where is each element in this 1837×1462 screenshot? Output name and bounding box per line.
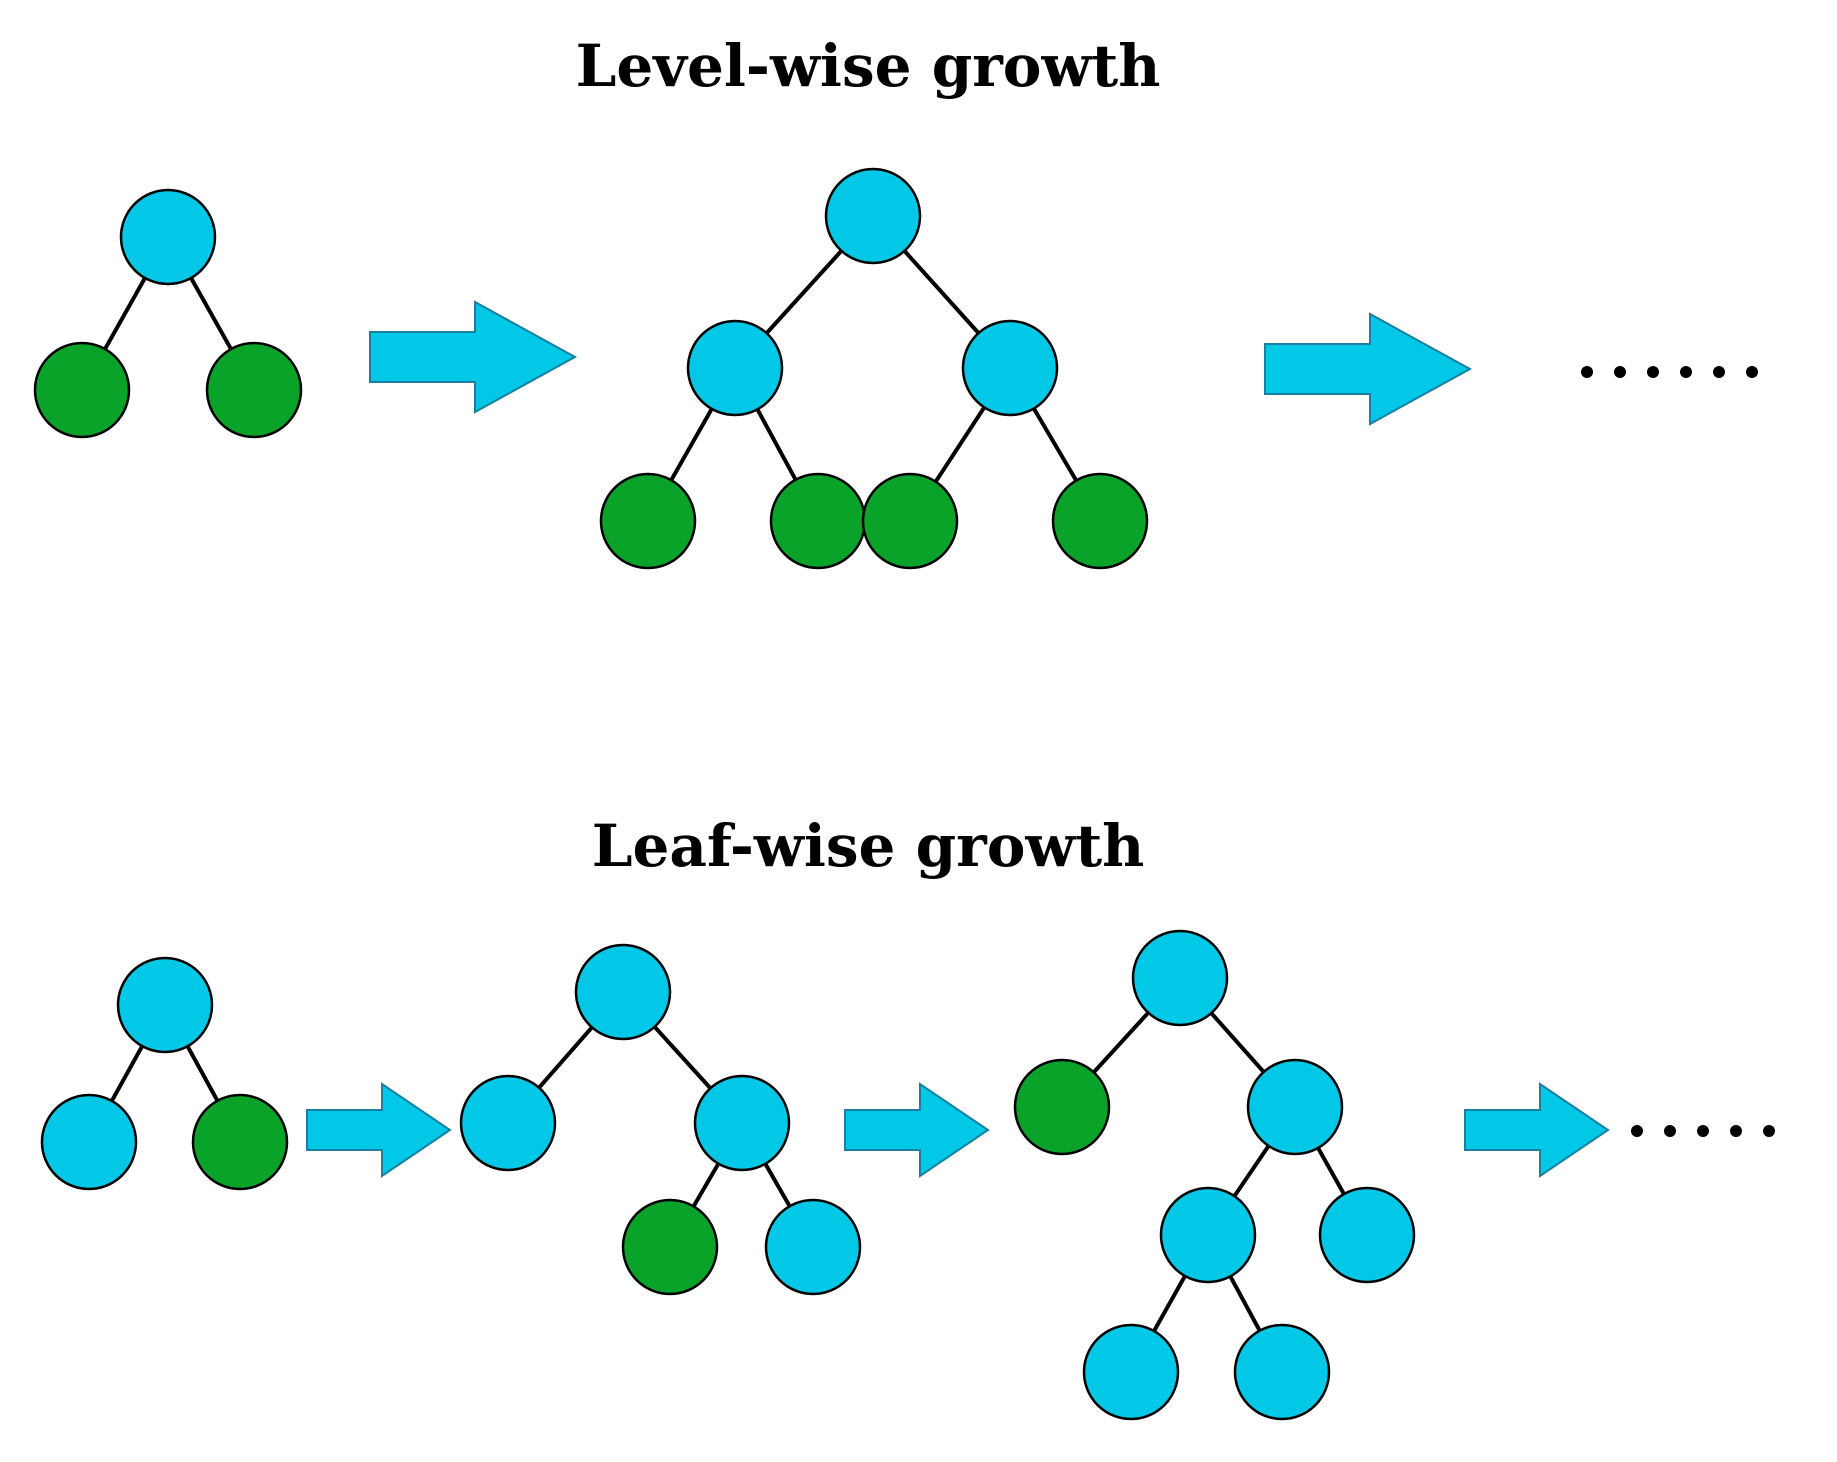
right-arrow-icon [844, 1082, 990, 1178]
level-wise-arrows [369, 300, 1473, 426]
leaf-wise-ellipsis [1631, 1125, 1775, 1137]
right-arrow-icon [306, 1082, 452, 1178]
leaf-wise-section: Leaf-wise growth ..... [40, 812, 1775, 1421]
internal-node [1246, 1058, 1344, 1156]
internal-node [693, 1074, 791, 1172]
internal-node [459, 1074, 557, 1172]
ellipsis-dot [1697, 1125, 1709, 1137]
leaf-node [621, 1198, 719, 1296]
ellipsis-dot [1730, 1125, 1742, 1137]
leaf-wise-step-1-tree [40, 956, 289, 1191]
internal-node [1131, 929, 1229, 1027]
leaf-node [861, 472, 959, 570]
ellipsis-dot [1763, 1125, 1775, 1137]
ellipsis-dot [1713, 366, 1725, 378]
internal-node [40, 1093, 138, 1191]
leaf-node [205, 341, 303, 439]
internal-node [1159, 1186, 1257, 1284]
leaf-node [1051, 472, 1149, 570]
ellipsis-dot [1581, 366, 1593, 378]
level-wise-step-1-tree [33, 188, 303, 439]
ellipsis-dot [1614, 366, 1626, 378]
ellipsis-dot [1631, 1125, 1643, 1137]
leaf-wise-title: Leaf-wise growth [592, 812, 1145, 880]
internal-node [686, 319, 784, 417]
level-wise-ellipsis [1581, 366, 1758, 378]
leaf-node [33, 341, 131, 439]
ellipsis-dot [1680, 366, 1692, 378]
right-arrow-icon [369, 300, 578, 414]
leaf-node [1013, 1058, 1111, 1156]
internal-node [1233, 1323, 1331, 1421]
ellipsis-dot [1746, 366, 1758, 378]
internal-node [764, 1198, 862, 1296]
internal-node [1318, 1186, 1416, 1284]
internal-node [1082, 1323, 1180, 1421]
level-wise-title: Level-wise growth [576, 32, 1161, 100]
leaf-wise-arrows [306, 1082, 1610, 1178]
ellipsis-dot [1664, 1125, 1676, 1137]
internal-node [574, 943, 672, 1041]
leaf-node [191, 1093, 289, 1191]
ellipsis-dot [1647, 366, 1659, 378]
internal-node [824, 167, 922, 265]
leaf-node [599, 472, 697, 570]
internal-node [116, 956, 214, 1054]
level-wise-section: Level-wise growth ...... [33, 32, 1758, 570]
leaf-wise-step-3-tree [1013, 929, 1416, 1421]
internal-node [961, 319, 1059, 417]
internal-node [119, 188, 217, 286]
right-arrow-icon [1264, 312, 1473, 426]
leaf-node [769, 472, 867, 570]
level-wise-step-2-tree [599, 167, 1149, 570]
leaf-wise-step-2-tree [459, 943, 862, 1296]
right-arrow-icon [1464, 1082, 1610, 1178]
